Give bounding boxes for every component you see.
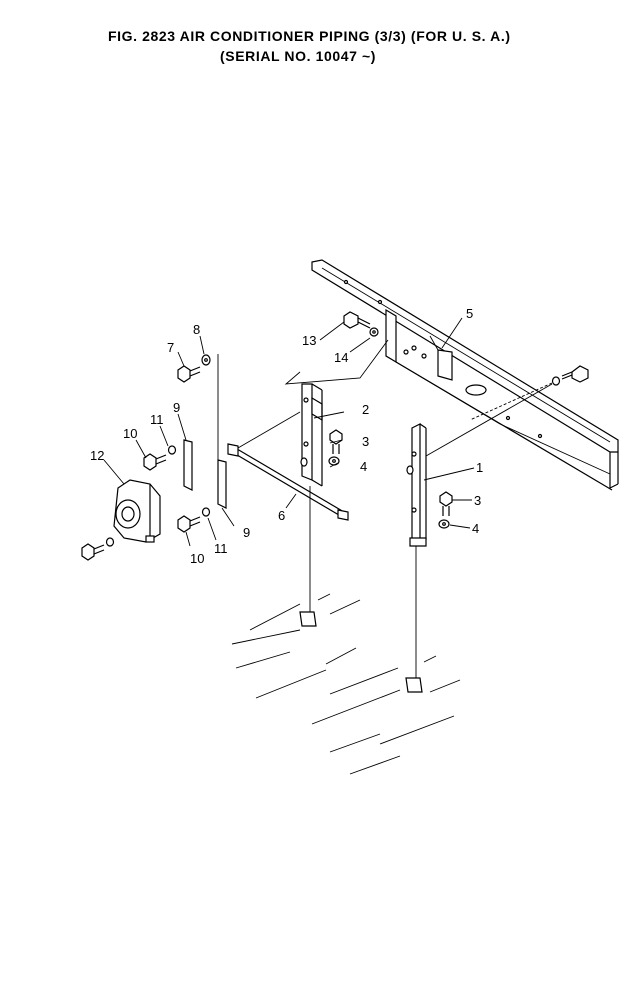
bolt-part-10-lower bbox=[177, 515, 201, 533]
cab-floor-lines bbox=[231, 593, 461, 775]
washer-part-8 bbox=[201, 354, 211, 366]
floor-bracket-right bbox=[405, 677, 423, 693]
washer-part-4-upper bbox=[328, 456, 340, 466]
callout-2: 2 bbox=[362, 402, 369, 417]
callout-6: 6 bbox=[278, 508, 285, 523]
callout-3-upper: 3 bbox=[362, 434, 369, 449]
callout-5: 5 bbox=[466, 306, 473, 321]
callout-1: 1 bbox=[476, 460, 483, 475]
washer-part-14 bbox=[369, 327, 379, 337]
callout-4-upper: 4 bbox=[360, 459, 367, 474]
bolt-part-3-upper bbox=[329, 429, 343, 454]
bracket-part-2 bbox=[300, 383, 323, 487]
callout-leaders bbox=[103, 317, 475, 547]
rod-part-6 bbox=[227, 411, 349, 521]
bolt-part-10-upper bbox=[143, 453, 167, 471]
callout-3-lower: 3 bbox=[474, 493, 481, 508]
callout-14: 14 bbox=[334, 350, 348, 365]
floor-bracket-left bbox=[299, 611, 317, 627]
callout-11-lower: 11 bbox=[214, 541, 228, 556]
callout-12: 12 bbox=[90, 448, 104, 463]
figure-title: FIG. 2823 AIR CONDITIONER PIPING (3/3) (… bbox=[108, 28, 511, 44]
actuator-part-12 bbox=[113, 479, 161, 543]
bolt-part-7 bbox=[177, 365, 201, 383]
bolt-part-13 bbox=[343, 311, 371, 329]
callout-4-lower: 4 bbox=[472, 521, 479, 536]
figure-subtitle: (SERIAL NO. 10047 ~) bbox=[220, 48, 377, 64]
callout-10-lower: 10 bbox=[190, 551, 204, 566]
callout-8: 8 bbox=[193, 322, 200, 337]
callout-9-upper: 9 bbox=[173, 400, 180, 415]
bolt-part-12 bbox=[81, 537, 115, 561]
bracket-part-9-left bbox=[183, 439, 193, 491]
callout-11-upper: 11 bbox=[150, 412, 164, 427]
washer-part-11-lower bbox=[201, 507, 211, 517]
bracket-part-1 bbox=[406, 383, 553, 547]
bracket-part-9-right bbox=[217, 354, 227, 509]
frame-member-part-5 bbox=[311, 259, 619, 491]
callout-10-upper: 10 bbox=[123, 426, 137, 441]
washer-part-4-lower bbox=[438, 519, 450, 529]
bolt-part-3-lower bbox=[439, 491, 453, 516]
washer-part-11-upper bbox=[167, 445, 177, 455]
bolt-frame-right bbox=[469, 365, 589, 421]
callout-7: 7 bbox=[167, 340, 174, 355]
callout-9-lower: 9 bbox=[243, 525, 250, 540]
callout-13: 13 bbox=[302, 333, 316, 348]
